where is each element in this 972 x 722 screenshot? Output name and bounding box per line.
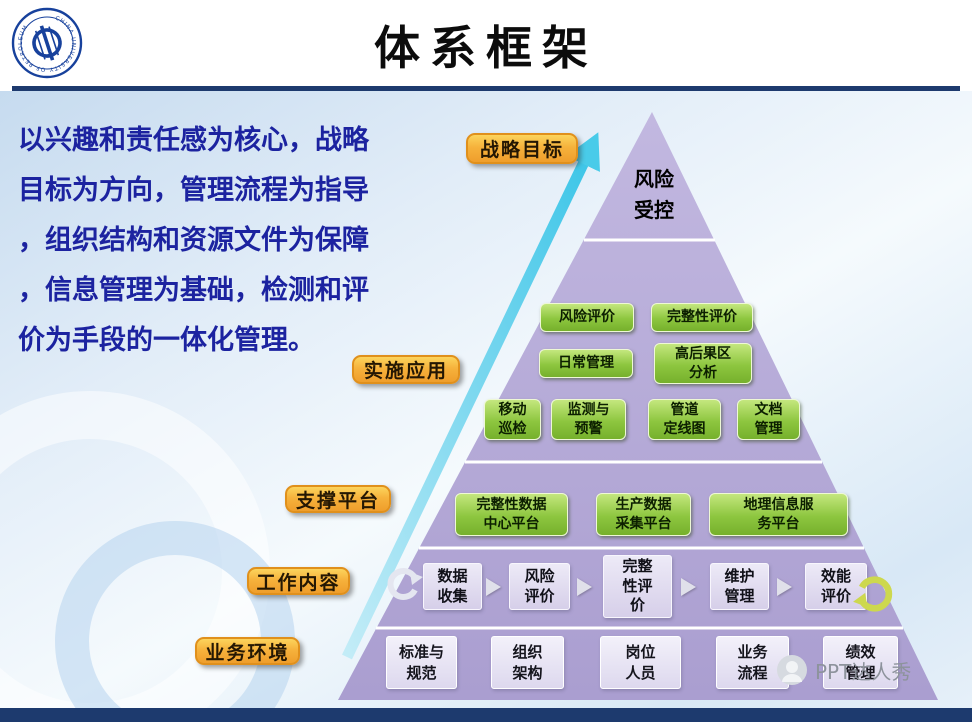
workflow-risk-assessment: 风险 评价 — [509, 563, 570, 610]
platform-production-data: 生产数据 采集平台 — [596, 493, 691, 536]
stage-label-business-environment: 业务环境 — [195, 637, 300, 665]
stage-label-work-content: 工作内容 — [247, 567, 350, 595]
cycle-arrow-icon — [387, 568, 423, 600]
apex-label: 风险 受控 — [634, 167, 674, 222]
app-item-pipeline-alignment: 管道 定线图 — [648, 399, 721, 440]
app-item-monitor-warning: 监测与 预警 — [551, 399, 626, 440]
env-performance: 绩效 管理 — [823, 636, 898, 689]
slide-header: CHINA UNIVERSITY OF PETROLEUM 体系框架 — [0, 0, 972, 91]
app-item-mobile-inspection: 移动 巡检 — [484, 399, 541, 440]
flow-arrow-icon — [681, 578, 696, 596]
flow-arrow-icon — [777, 578, 792, 596]
title-divider — [12, 86, 960, 91]
app-item-daily-management: 日常管理 — [539, 349, 633, 378]
env-business-process: 业务 流程 — [716, 636, 789, 689]
env-standards: 标准与 规范 — [386, 636, 457, 689]
platform-integrity-data-center: 完整性数据 中心平台 — [455, 493, 568, 536]
flow-arrow-icon — [577, 578, 592, 596]
platform-gis-service: 地理信息服 务平台 — [709, 493, 848, 536]
env-personnel: 岗位 人员 — [600, 636, 681, 689]
footer-bar — [0, 708, 972, 722]
app-item-hca-analysis: 高后果区 分析 — [654, 343, 752, 384]
watermark: PPT达人秀 — [776, 654, 911, 686]
app-item-integrity-assessment: 完整性评价 — [651, 303, 753, 332]
workflow-maintenance: 维护 管理 — [710, 563, 769, 610]
stage-label-support-platform: 支撑平台 — [285, 485, 391, 513]
flow-arrow-icon — [486, 578, 501, 596]
env-organization: 组织 架构 — [491, 636, 564, 689]
intro-text: 以兴趣和责任感为核心，战略 目标为方向，管理流程为指导 ，组织结构和资源文件为保… — [18, 125, 369, 356]
stage-label-implementation: 实施应用 — [352, 355, 460, 384]
stage-label-strategic-goals: 战略目标 — [466, 133, 578, 164]
page-title: 体系框架 — [374, 21, 598, 75]
cycle-arrow-icon — [853, 576, 893, 612]
university-logo-icon: CHINA UNIVERSITY OF PETROLEUM — [11, 7, 83, 79]
workflow-integrity-assessment: 完整 性评 价 — [603, 555, 672, 618]
app-item-risk-assessment: 风险评价 — [540, 303, 634, 332]
app-item-document-management: 文档 管理 — [737, 399, 800, 440]
workflow-data-collection: 数据 收集 — [423, 563, 482, 610]
watermark-logo-icon — [777, 655, 807, 685]
watermark-text: PPT达人秀 — [815, 659, 912, 684]
